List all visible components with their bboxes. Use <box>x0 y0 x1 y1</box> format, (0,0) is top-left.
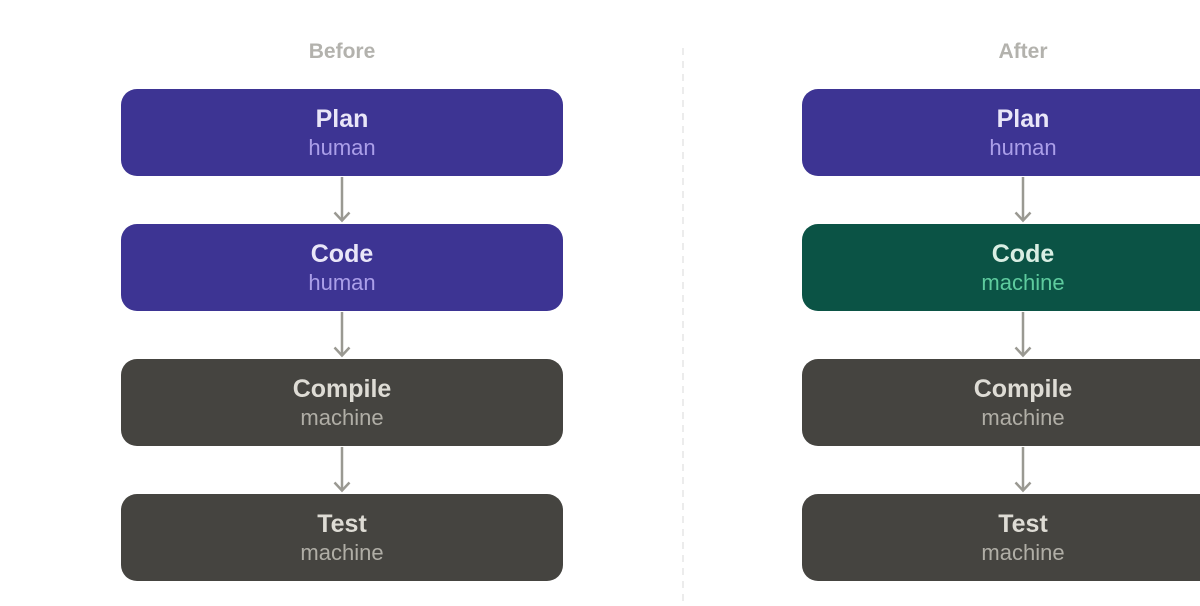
step-box-plan-before: Plan human <box>121 89 563 176</box>
step-box-compile-before: Compile machine <box>121 359 563 446</box>
step-label: Compile <box>292 375 392 403</box>
step-actor: human <box>308 135 376 160</box>
step-actor: machine <box>981 270 1065 295</box>
step-label: Code <box>310 240 374 268</box>
step-label: Test <box>317 510 367 538</box>
arrow-down-icon <box>331 446 353 494</box>
arrow-down-icon <box>331 311 353 359</box>
step-box-code-after: Code machine <box>802 224 1200 311</box>
arrow-down-icon <box>1012 176 1034 224</box>
step-label: Code <box>991 240 1055 268</box>
step-box-compile-after: Compile machine <box>802 359 1200 446</box>
step-actor: machine <box>300 405 384 430</box>
step-box-plan-after: Plan human <box>802 89 1200 176</box>
step-box-code-before: Code human <box>121 224 563 311</box>
arrow-down-icon <box>1012 311 1034 359</box>
panel-title-before: Before <box>308 40 376 63</box>
panel-after: After Plan human Code machine Compile ma… <box>802 40 1200 581</box>
panel-title-after: After <box>998 40 1048 63</box>
step-actor: human <box>308 270 376 295</box>
divider-dashed-line <box>682 48 684 606</box>
step-actor: machine <box>981 405 1065 430</box>
step-label: Test <box>998 510 1048 538</box>
step-actor: machine <box>981 540 1065 565</box>
step-label: Compile <box>973 375 1073 403</box>
arrow-down-icon <box>331 176 353 224</box>
step-label: Plan <box>996 105 1050 133</box>
step-box-test-after: Test machine <box>802 494 1200 581</box>
step-actor: human <box>989 135 1057 160</box>
step-box-test-before: Test machine <box>121 494 563 581</box>
panel-before: Before Plan human Code human Compile mac… <box>121 40 563 581</box>
step-label: Plan <box>315 105 369 133</box>
step-actor: machine <box>300 540 384 565</box>
arrow-down-icon <box>1012 446 1034 494</box>
